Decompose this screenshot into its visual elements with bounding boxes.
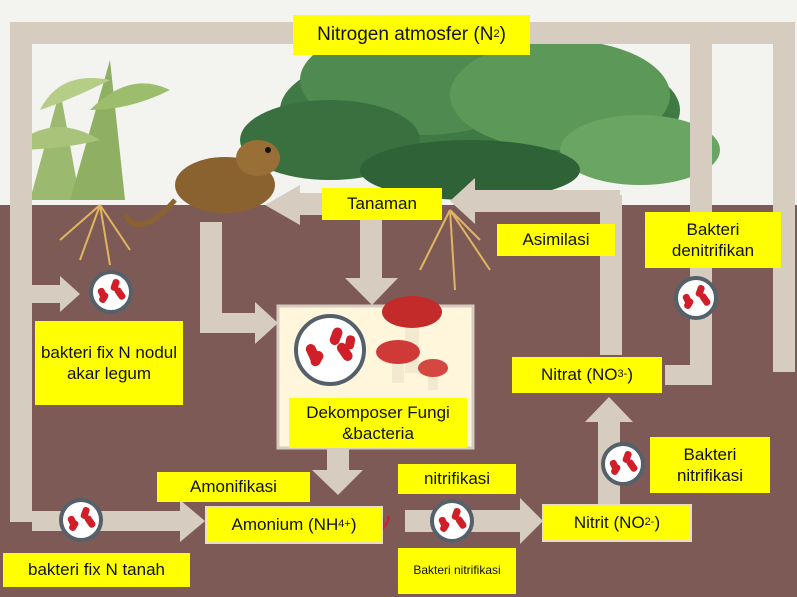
amonium-sub: 4 <box>338 518 345 531</box>
amonium-text: Amonium (NH <box>231 515 339 535</box>
amonifikasi-label: Amonifikasi <box>157 472 310 502</box>
bakteri-nitrifikasi-right-label: Bakteri nitrifikasi <box>650 437 770 493</box>
nitrat-sub: 3 <box>617 368 624 381</box>
nitrit-sup: - <box>650 516 655 529</box>
plant-foliage <box>10 25 720 200</box>
title-tail: ) <box>499 24 506 46</box>
plant-roots <box>59 204 491 291</box>
bakteri-denitrifikan-label: Bakteri denitrifikan <box>645 212 781 268</box>
nitrifikasi-label: nitrifikasi <box>398 464 516 494</box>
dekomposer-label: Dekomposer Fungi &bacteria <box>289 398 467 448</box>
tanaman-label: Tanaman <box>322 188 442 220</box>
nitrit-text: Nitrit (NO <box>573 513 645 533</box>
bakteri-fix-nodul-label: bakteri fix N nodul akar legum <box>35 321 183 405</box>
amonium-sup: + <box>344 518 351 531</box>
asimilasi-label: Asimilasi <box>497 224 615 256</box>
bakteri-fix-tanah-label: bakteri fix N tanah <box>3 553 190 587</box>
mushroom-illustration <box>376 296 448 390</box>
title-sub: 2 <box>493 28 500 41</box>
nitrit-post: ) <box>654 513 661 533</box>
nitrat-post: ) <box>627 365 633 385</box>
bakteri-nitrifikasi-small-label: Bakteri nitrifikasi <box>398 548 516 594</box>
nitrit-sub: 2 <box>644 516 651 529</box>
title-text: Nitrogen atmosfer (N <box>317 24 494 46</box>
nitrat-sup: - <box>623 368 628 381</box>
mouse-illustration <box>122 140 280 227</box>
nitrat-text: Nitrat (NO <box>541 365 618 385</box>
flow-arrows <box>10 22 795 544</box>
amonium-post: ) <box>350 515 357 535</box>
